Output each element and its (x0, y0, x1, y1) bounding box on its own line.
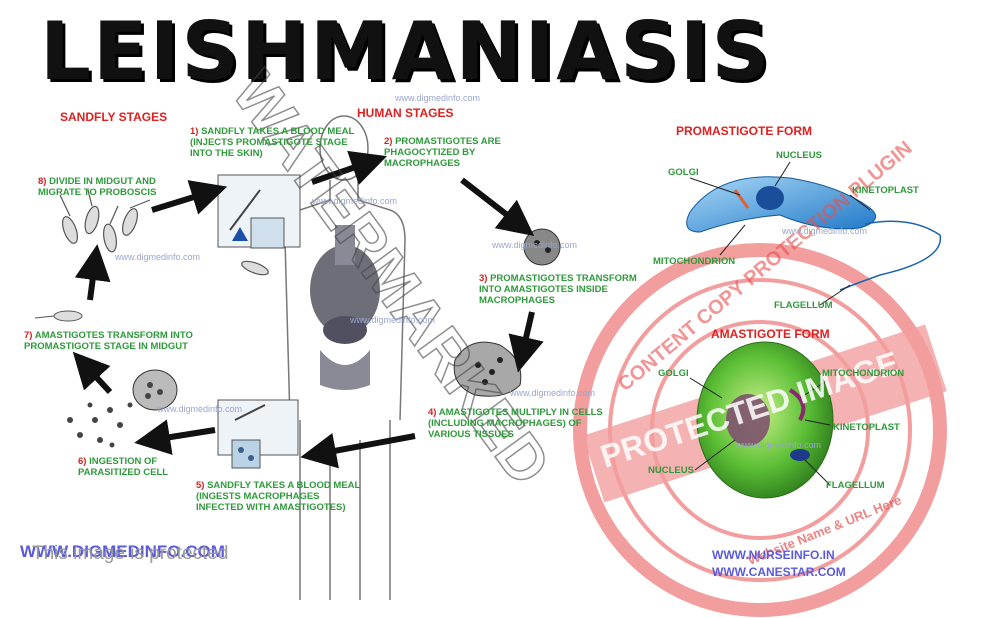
site-watermark: www.digmedinfo.com (350, 315, 436, 325)
bottom-left-site: WWW.DIGMEDINFO.COM (20, 542, 225, 561)
site-watermark: www.digmedinfo.com (115, 252, 201, 262)
label-pro-flagellum: FLAGELLUM (774, 300, 833, 311)
label-ama-mitochondrion: MITOCHONDRION (822, 368, 905, 379)
label-ama-kinetoplast: KINETOPLAST (833, 422, 900, 433)
cycle-arrows (72, 150, 544, 469)
site-watermark: www.digmedinfo.com (312, 196, 398, 206)
site-watermark: www.digmedinfo.com (395, 93, 481, 103)
sandfly-box-top (217, 174, 301, 249)
page-title: LEISHMANIASIS (40, 5, 772, 98)
label-lines (689, 161, 871, 486)
sandfly-box-bottom (217, 399, 299, 469)
label-pro-nucleus: NUCLEUS (776, 150, 822, 161)
label-pro-kinetoplast: KINETOPLAST (852, 185, 919, 196)
label-ama-nucleus: NUCLEUS (648, 465, 694, 476)
transforming-amastigote (34, 310, 83, 322)
label-ama-golgi: GOLGI (658, 368, 689, 379)
step-5: 5) SANDFLY TAKES A BLOOD MEAL (INGESTS M… (196, 480, 361, 513)
header-promastigote-form: PROMASTIGOTE FORM (676, 124, 812, 138)
parasitized-cells (67, 369, 178, 448)
nurseinfo-site: WWW.NURSEINFO.IN (712, 548, 835, 562)
step-1: 1) SANDFLY TAKES A BLOOD MEAL (INJECTS P… (190, 126, 355, 159)
human-organs (310, 225, 380, 390)
header-sandfly-stages: SANDFLY STAGES (60, 110, 168, 124)
step-6: 6) INGESTION OF PARASITIZED CELL (78, 456, 169, 478)
site-watermark: www.digmedinfo.com (157, 404, 243, 414)
amastigote-organism (696, 341, 834, 499)
canestar-site: WWW.CANESTAR.COM (712, 565, 846, 579)
promastigote-organism (686, 176, 942, 291)
step-4: 4) AMASTIGOTES MULTIPLY IN CELLS (INCLUD… (428, 407, 603, 440)
step-8: 8) DIVIDE IN MIDGUT AND MIGRATE TO PROBO… (38, 176, 157, 198)
protected-notice: This image is protected (32, 543, 229, 564)
header-human-stages: HUMAN STAGES (357, 106, 454, 120)
step-3: 3) PROMASTIGOTES TRANSFORM INTO AMASTIGO… (479, 273, 637, 306)
site-watermark: www.digmedinfo.com (782, 226, 868, 236)
site-watermark: www.digmedinfo.com (492, 240, 578, 250)
label-pro-mitochondrion: MITOCHONDRION (653, 256, 736, 267)
infected-tissue (453, 341, 522, 397)
label-ama-flagellum: FLAGELLUM (826, 480, 885, 491)
header-amastigote-form: AMASTIGOTE FORM (711, 327, 830, 341)
step-7: 7) AMASTIGOTES TRANSFORM INTO PROMASTIGO… (24, 330, 193, 352)
step-2: 2) PROMASTIGOTES ARE PHAGOCYTIZED BY MAC… (384, 136, 501, 169)
site-watermark: www.digmedinfo.com (736, 440, 822, 450)
promastigotes-midgut (59, 189, 269, 276)
macrophage-stage2 (523, 228, 561, 266)
site-watermark: www.digmedinfo.com (510, 388, 596, 398)
label-pro-golgi: GOLGI (668, 167, 699, 178)
